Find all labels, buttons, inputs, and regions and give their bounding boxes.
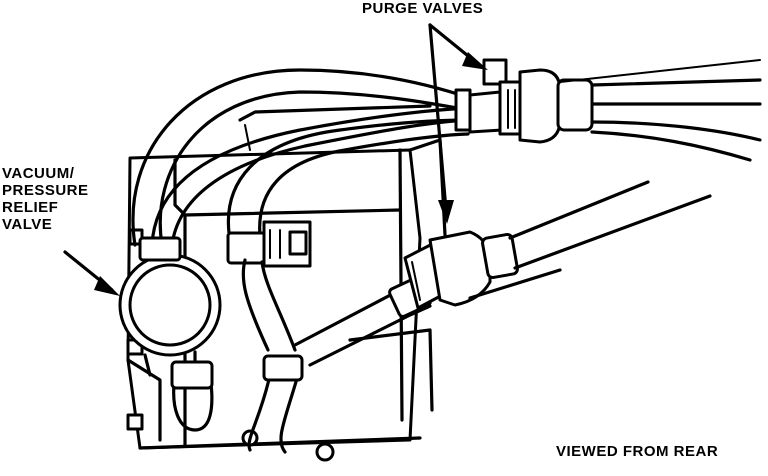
purge-valve-arrows: [428, 23, 488, 224]
lower-outgoing-hoses: [468, 180, 712, 300]
middle-hose: [150, 106, 470, 247]
relief-valve-label-line: VALVE: [2, 216, 53, 233]
upper-outgoing-hoses: [559, 59, 762, 162]
view-orientation-label: VIEWED FROM REAR: [556, 443, 719, 460]
lower-purge-valve: [403, 230, 519, 310]
relief-valve: [118, 236, 222, 377]
relief-valve-arrow: [63, 250, 120, 296]
purge-valves-label: PURGE VALVES: [362, 0, 484, 17]
relief-valve-label: VACUUM/ PRESSURE RELIEF VALVE: [2, 165, 89, 233]
upper-hose-loop: [131, 68, 472, 247]
relief-valve-label-line: VACUUM/: [2, 165, 75, 182]
relief-valve-label-line: RELIEF: [2, 199, 59, 216]
side-solenoid: [262, 220, 312, 268]
upper-purge-valve: [454, 58, 594, 144]
relief-valve-label-line: PRESSURE: [2, 182, 89, 199]
lower-u-hoses: [170, 258, 304, 454]
lower-left-hose: [226, 118, 470, 265]
